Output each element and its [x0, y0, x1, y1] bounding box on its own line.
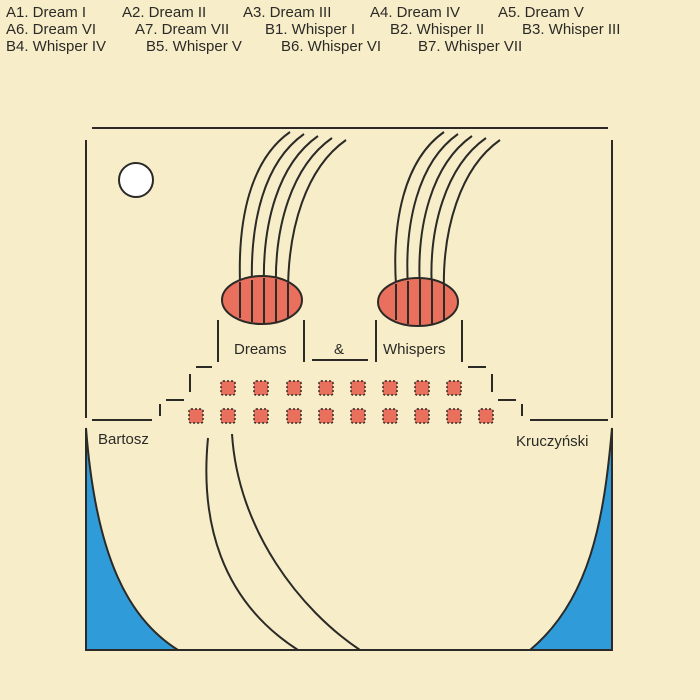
track-b4: B4. Whisper IV: [6, 38, 107, 55]
eye-strands: [239, 278, 445, 326]
track-b5: B5. Whisper V: [146, 38, 242, 55]
track-b3: B3. Whisper III: [522, 21, 621, 38]
title-dreams: Dreams: [234, 341, 287, 358]
square-grid: [188, 380, 494, 424]
artist-first-name: Bartosz: [98, 431, 149, 448]
track-b6: B6. Whisper VI: [281, 38, 382, 55]
track-b2: B2. Whisper II: [390, 21, 485, 38]
sun-circle: [118, 162, 154, 198]
track-a5: A5. Dream V: [498, 4, 584, 21]
title-ampersand: &: [334, 341, 345, 358]
strands-left: [238, 131, 347, 293]
track-a7: A7. Dream VII: [135, 21, 230, 38]
track-a4: A4. Dream IV: [370, 4, 461, 21]
blue-shape-left: [85, 427, 182, 651]
track-b7: B7. Whisper VII: [418, 38, 523, 55]
track-b1: B1. Whisper I: [265, 21, 356, 38]
track-a3: A3. Dream III: [243, 4, 332, 21]
track-a1: A1. Dream I: [6, 4, 87, 21]
blue-shape-right: [527, 427, 613, 651]
tracklist: A1. Dream I A2. Dream II A3. Dream III A…: [0, 0, 700, 60]
strands-right: [394, 131, 501, 294]
face-curves: [205, 433, 361, 651]
left-eye-oval: [221, 275, 303, 325]
track-a2: A2. Dream II: [122, 4, 207, 21]
frame: [85, 127, 613, 651]
track-a6: A6. Dream VI: [6, 21, 97, 38]
right-eye-oval: [377, 277, 459, 327]
artist-last-name: Kruczyński: [516, 433, 589, 450]
steps: [92, 320, 608, 421]
title-whispers: Whispers: [383, 341, 446, 358]
